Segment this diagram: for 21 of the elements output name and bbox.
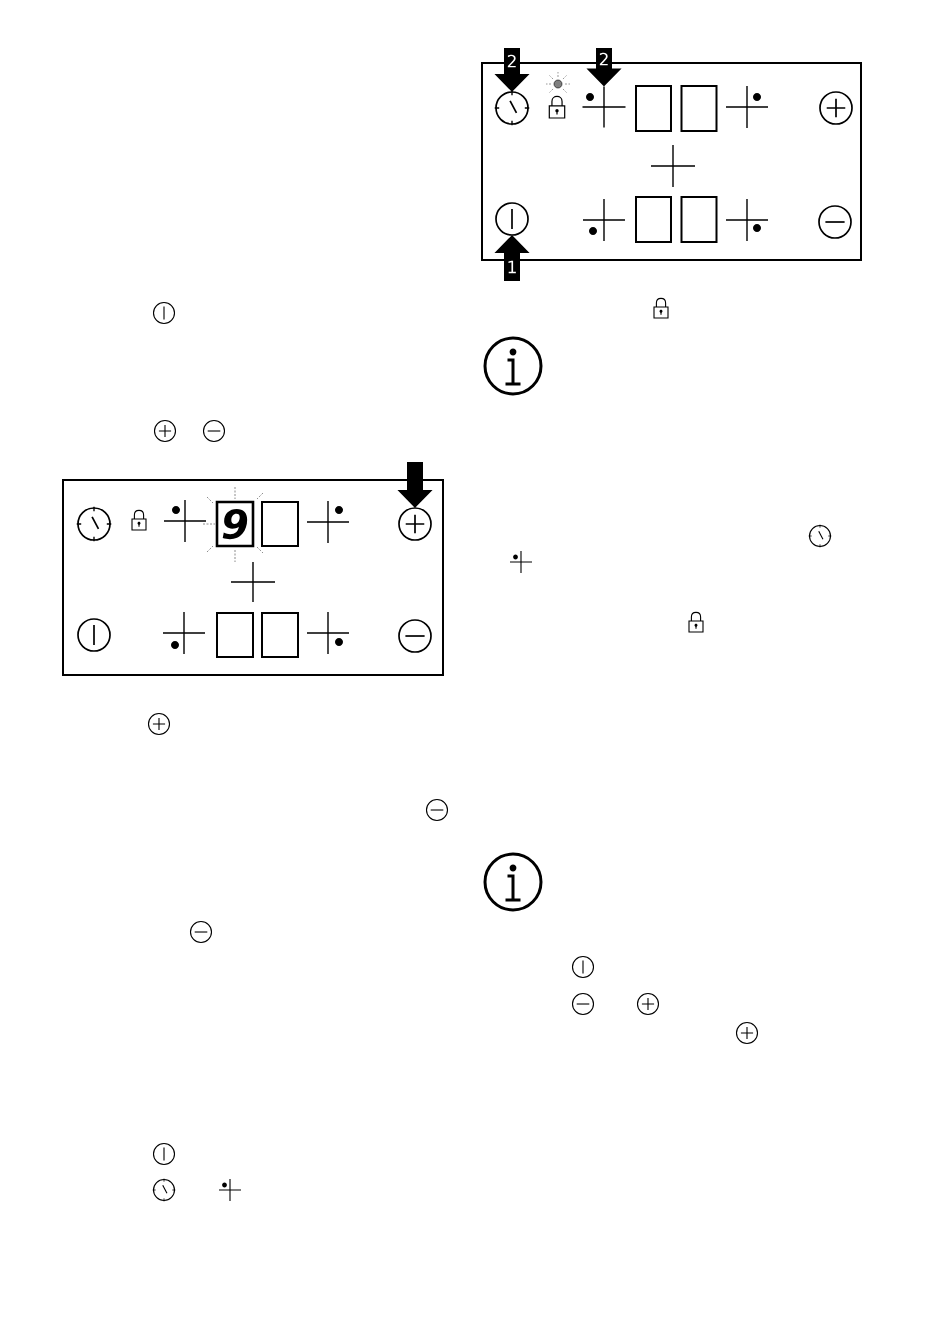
minus-button: [818, 205, 852, 239]
digit-display: 9: [215, 500, 255, 548]
control-panel: [62, 479, 444, 676]
clock-button: [76, 506, 112, 542]
arrow-number: 2: [507, 54, 516, 68]
digit-display: [680, 85, 718, 132]
digit-display: [635, 85, 672, 132]
clock-button: [494, 90, 530, 126]
digit-display: [261, 501, 299, 547]
power-button: [495, 202, 529, 236]
minus-button: [398, 619, 432, 653]
digit-display: [216, 612, 254, 658]
arrow-number: 2: [599, 52, 608, 66]
plus-button: [819, 91, 853, 125]
digit-display: [635, 196, 672, 243]
digit-display: [680, 196, 718, 243]
plus-button: [398, 507, 432, 541]
power-button: [77, 618, 111, 652]
cross-symbol: [581, 85, 627, 129]
digit-display: [261, 612, 299, 658]
arrow-number: 1: [508, 260, 516, 274]
